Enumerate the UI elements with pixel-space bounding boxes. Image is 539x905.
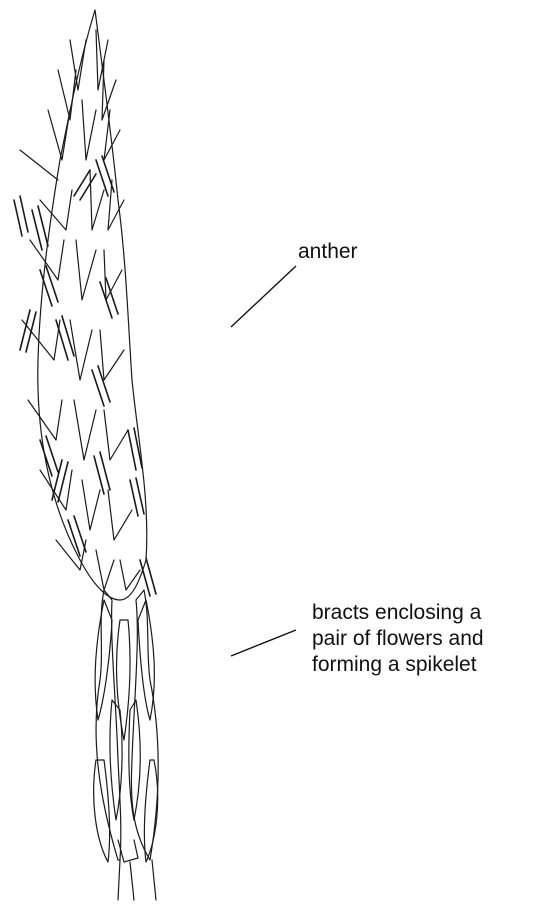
anther-pointer-line	[231, 266, 296, 327]
bracts-pointer-line	[231, 630, 296, 656]
bracts-label-line-3: forming a spikelet	[312, 652, 484, 678]
anther-label: anther	[298, 239, 358, 265]
stem	[118, 860, 156, 900]
grass-spike-illustration	[14, 10, 158, 900]
upper-bracts	[20, 10, 147, 600]
bracts-label-line-2: pair of flowers and	[312, 626, 484, 652]
bracts-label: bracts enclosing a pair of flowers and f…	[312, 600, 484, 678]
lower-spikelets	[94, 590, 159, 862]
anthers	[14, 156, 156, 596]
bracts-label-line-1: bracts enclosing a	[312, 600, 484, 626]
